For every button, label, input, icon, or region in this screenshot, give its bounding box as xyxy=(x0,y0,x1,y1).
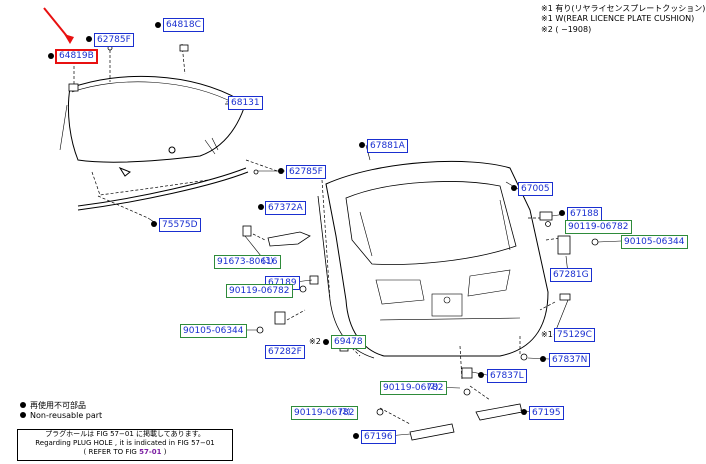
plug-hole-note: プラグホールは FIG 57−01 に掲載してあります。 Regarding P… xyxy=(17,429,233,461)
plug-hole-note-jp: プラグホールは FIG 57−01 に掲載してあります。 xyxy=(45,430,205,438)
leader-lines xyxy=(94,41,622,437)
note-line-1: ※1 有り(リヤライセンスプレートクッション) xyxy=(541,4,706,13)
lower-garnish-strip xyxy=(77,167,249,211)
part-label-90105-06344-a[interactable]: 90105-06344 xyxy=(621,235,688,249)
part-label-67837n[interactable]: 67837N xyxy=(549,353,591,367)
part-label-67195[interactable]: 67195 xyxy=(529,406,564,420)
part-label-90119-06782-b[interactable]: 90119-06782 xyxy=(226,284,293,298)
plug-hole-note-en: Regarding PLUG HOLE , it is indicated in… xyxy=(35,439,215,447)
qty-91673: (3) xyxy=(262,256,274,265)
legend-non-reusable-jp: 再使用不可部品 xyxy=(20,400,86,411)
part-label-69478[interactable]: 69478 xyxy=(331,335,366,349)
part-label-67005[interactable]: 67005 xyxy=(518,182,553,196)
back-window-glass xyxy=(59,75,245,177)
refer-to-fig: ( REFER TO FIG 57-01 ) xyxy=(83,448,167,456)
part-label-90105-06344-b[interactable]: 90105-06344 xyxy=(180,324,247,338)
note-line-2: ※1 W(REAR LICENCE PLATE CUSHION) xyxy=(541,14,695,23)
part-label-64818c[interactable]: 64818C xyxy=(163,18,204,32)
part-label-67881a[interactable]: 67881A xyxy=(367,139,408,153)
part-label-75575d[interactable]: 75575D xyxy=(159,218,201,232)
qty-c: (2) xyxy=(427,382,439,391)
part-label-67372a[interactable]: 67372A xyxy=(265,201,306,215)
part-label-91673-80616[interactable]: 91673-80616 xyxy=(214,255,281,269)
legend-dot-icon xyxy=(20,402,26,408)
non-reusable-markers xyxy=(48,22,565,439)
note-line-3: ※2 ( −1908) xyxy=(541,25,592,34)
part-label-67196[interactable]: 67196 xyxy=(361,430,396,444)
part-label-67281g[interactable]: 67281G xyxy=(550,268,592,282)
part-label-90119-06782-d[interactable]: 90119-06782 xyxy=(291,406,358,420)
non-reusable-dot xyxy=(323,339,329,345)
part-label-68131[interactable]: 68131 xyxy=(228,96,263,110)
part-label-90119-06782-a[interactable]: 90119-06782 xyxy=(565,220,632,234)
mark-69478: ※2 xyxy=(309,337,321,346)
legend-dot-icon xyxy=(20,412,26,418)
fasteners xyxy=(68,44,599,441)
part-label-67837l[interactable]: 67837L xyxy=(487,369,527,383)
mark-75129c: ※1 xyxy=(541,330,553,339)
qty-d: (2) xyxy=(339,407,351,416)
legend-non-reusable-en: Non-reusable part xyxy=(20,411,102,420)
part-label-67188[interactable]: 67188 xyxy=(567,207,602,221)
assembly-lines xyxy=(73,43,561,425)
part-label-62785f-mid[interactable]: 62785F xyxy=(286,165,326,179)
part-label-62785f-top[interactable]: 62785F xyxy=(94,33,134,47)
part-label-64819b[interactable]: 64819B xyxy=(55,49,98,64)
highlight-arrow xyxy=(43,7,74,44)
fig-link[interactable]: 57-01 xyxy=(139,448,162,456)
part-label-67282f[interactable]: 67282F xyxy=(265,345,305,359)
part-label-90119-06782-c[interactable]: 90119-06782 xyxy=(380,381,447,395)
part-label-75129c[interactable]: 75129C xyxy=(554,328,595,342)
